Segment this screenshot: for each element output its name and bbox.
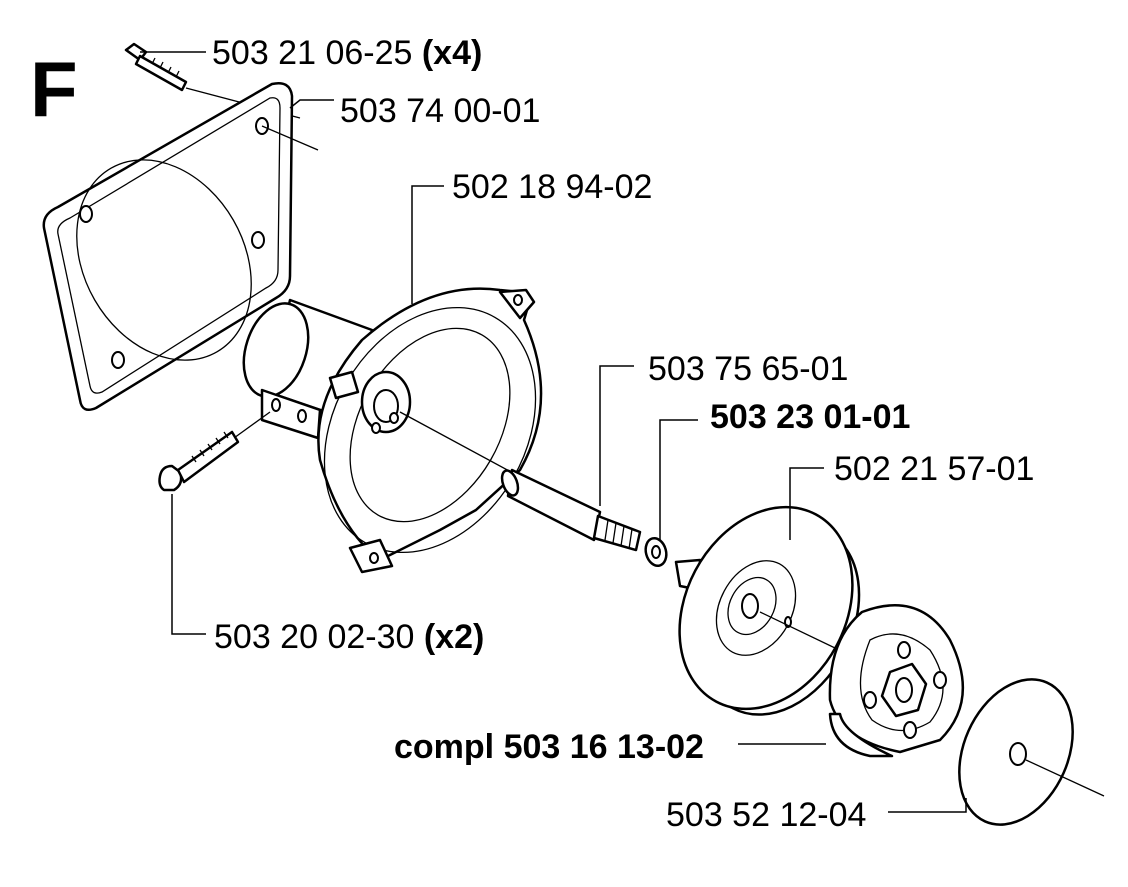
label-cover-plate: 503 52 12-04 [666,796,866,834]
clutch-drum-part [674,505,861,716]
label-gasket: 503 74 00-01 [340,92,540,130]
label-screw-top: 503 21 06-25 (x4) [212,34,482,72]
label-clutch-complete: compl 503 16 13-02 [394,728,704,766]
label-shaft: 503 75 65-01 [648,350,848,388]
washer-part [644,536,668,568]
leader-lines [140,51,967,813]
cover-plate-part [958,678,1105,826]
section-letter: F [30,45,78,133]
screw-side-part [158,411,271,492]
label-clutch-drum: 502 21 57-01 [834,450,1034,488]
gasket-part [42,82,319,411]
label-clutch-housing: 502 18 94-02 [452,168,652,206]
screw-top-part [124,42,301,119]
shaft-part [399,411,642,552]
clutch-housing-part [242,287,543,574]
clutch-complete-part [828,604,965,758]
label-washer: 503 23 01-01 [710,398,910,436]
label-screw-side: 503 20 02-30 (x2) [214,618,484,656]
